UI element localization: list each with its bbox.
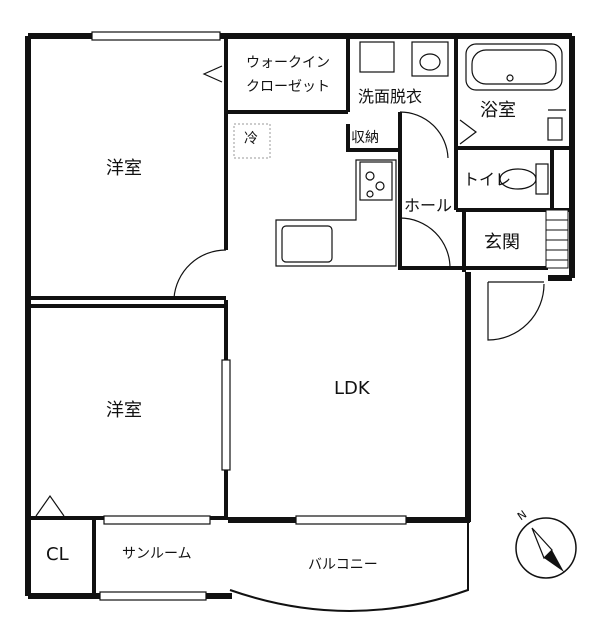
room-label-fridge: 冷 — [244, 131, 258, 147]
room-label-closet: CL — [46, 544, 69, 565]
room-label-wic-line1: ウォークイン — [246, 55, 330, 71]
compass-icon — [515, 517, 577, 579]
entrance-step — [545, 209, 569, 269]
kitchen — [275, 159, 397, 267]
bathtub — [465, 43, 563, 91]
balcony-outline — [229, 521, 469, 612]
bath-fixtures — [359, 41, 566, 195]
windows — [91, 31, 407, 601]
room-label-western-upper: 洋室 — [106, 158, 142, 179]
fridge-space — [233, 123, 271, 159]
room-label-sunroom: サンルーム — [122, 546, 192, 562]
room-label-western-lower: 洋室 — [106, 400, 142, 421]
room-label-bathroom: 浴室 — [480, 100, 516, 121]
room-label-storage: 収納 — [351, 130, 379, 146]
room-label-balcony: バルコニー — [308, 557, 378, 573]
sink-basin — [281, 225, 333, 263]
room-label-wic-line2: クローゼット — [246, 79, 330, 95]
room-label-washroom: 洗面脱衣 — [356, 87, 425, 106]
door-swings — [35, 65, 545, 517]
washroom-toilet — [411, 41, 449, 77]
wash-basin — [359, 41, 395, 73]
room-label-entrance: 玄関 — [484, 232, 520, 253]
room-label-ldk: LDK — [334, 378, 370, 399]
stove — [359, 161, 393, 201]
room-label-toilet: トイレ — [463, 170, 512, 189]
toilet-tank — [535, 163, 549, 195]
room-label-hall: ホール — [402, 196, 455, 215]
